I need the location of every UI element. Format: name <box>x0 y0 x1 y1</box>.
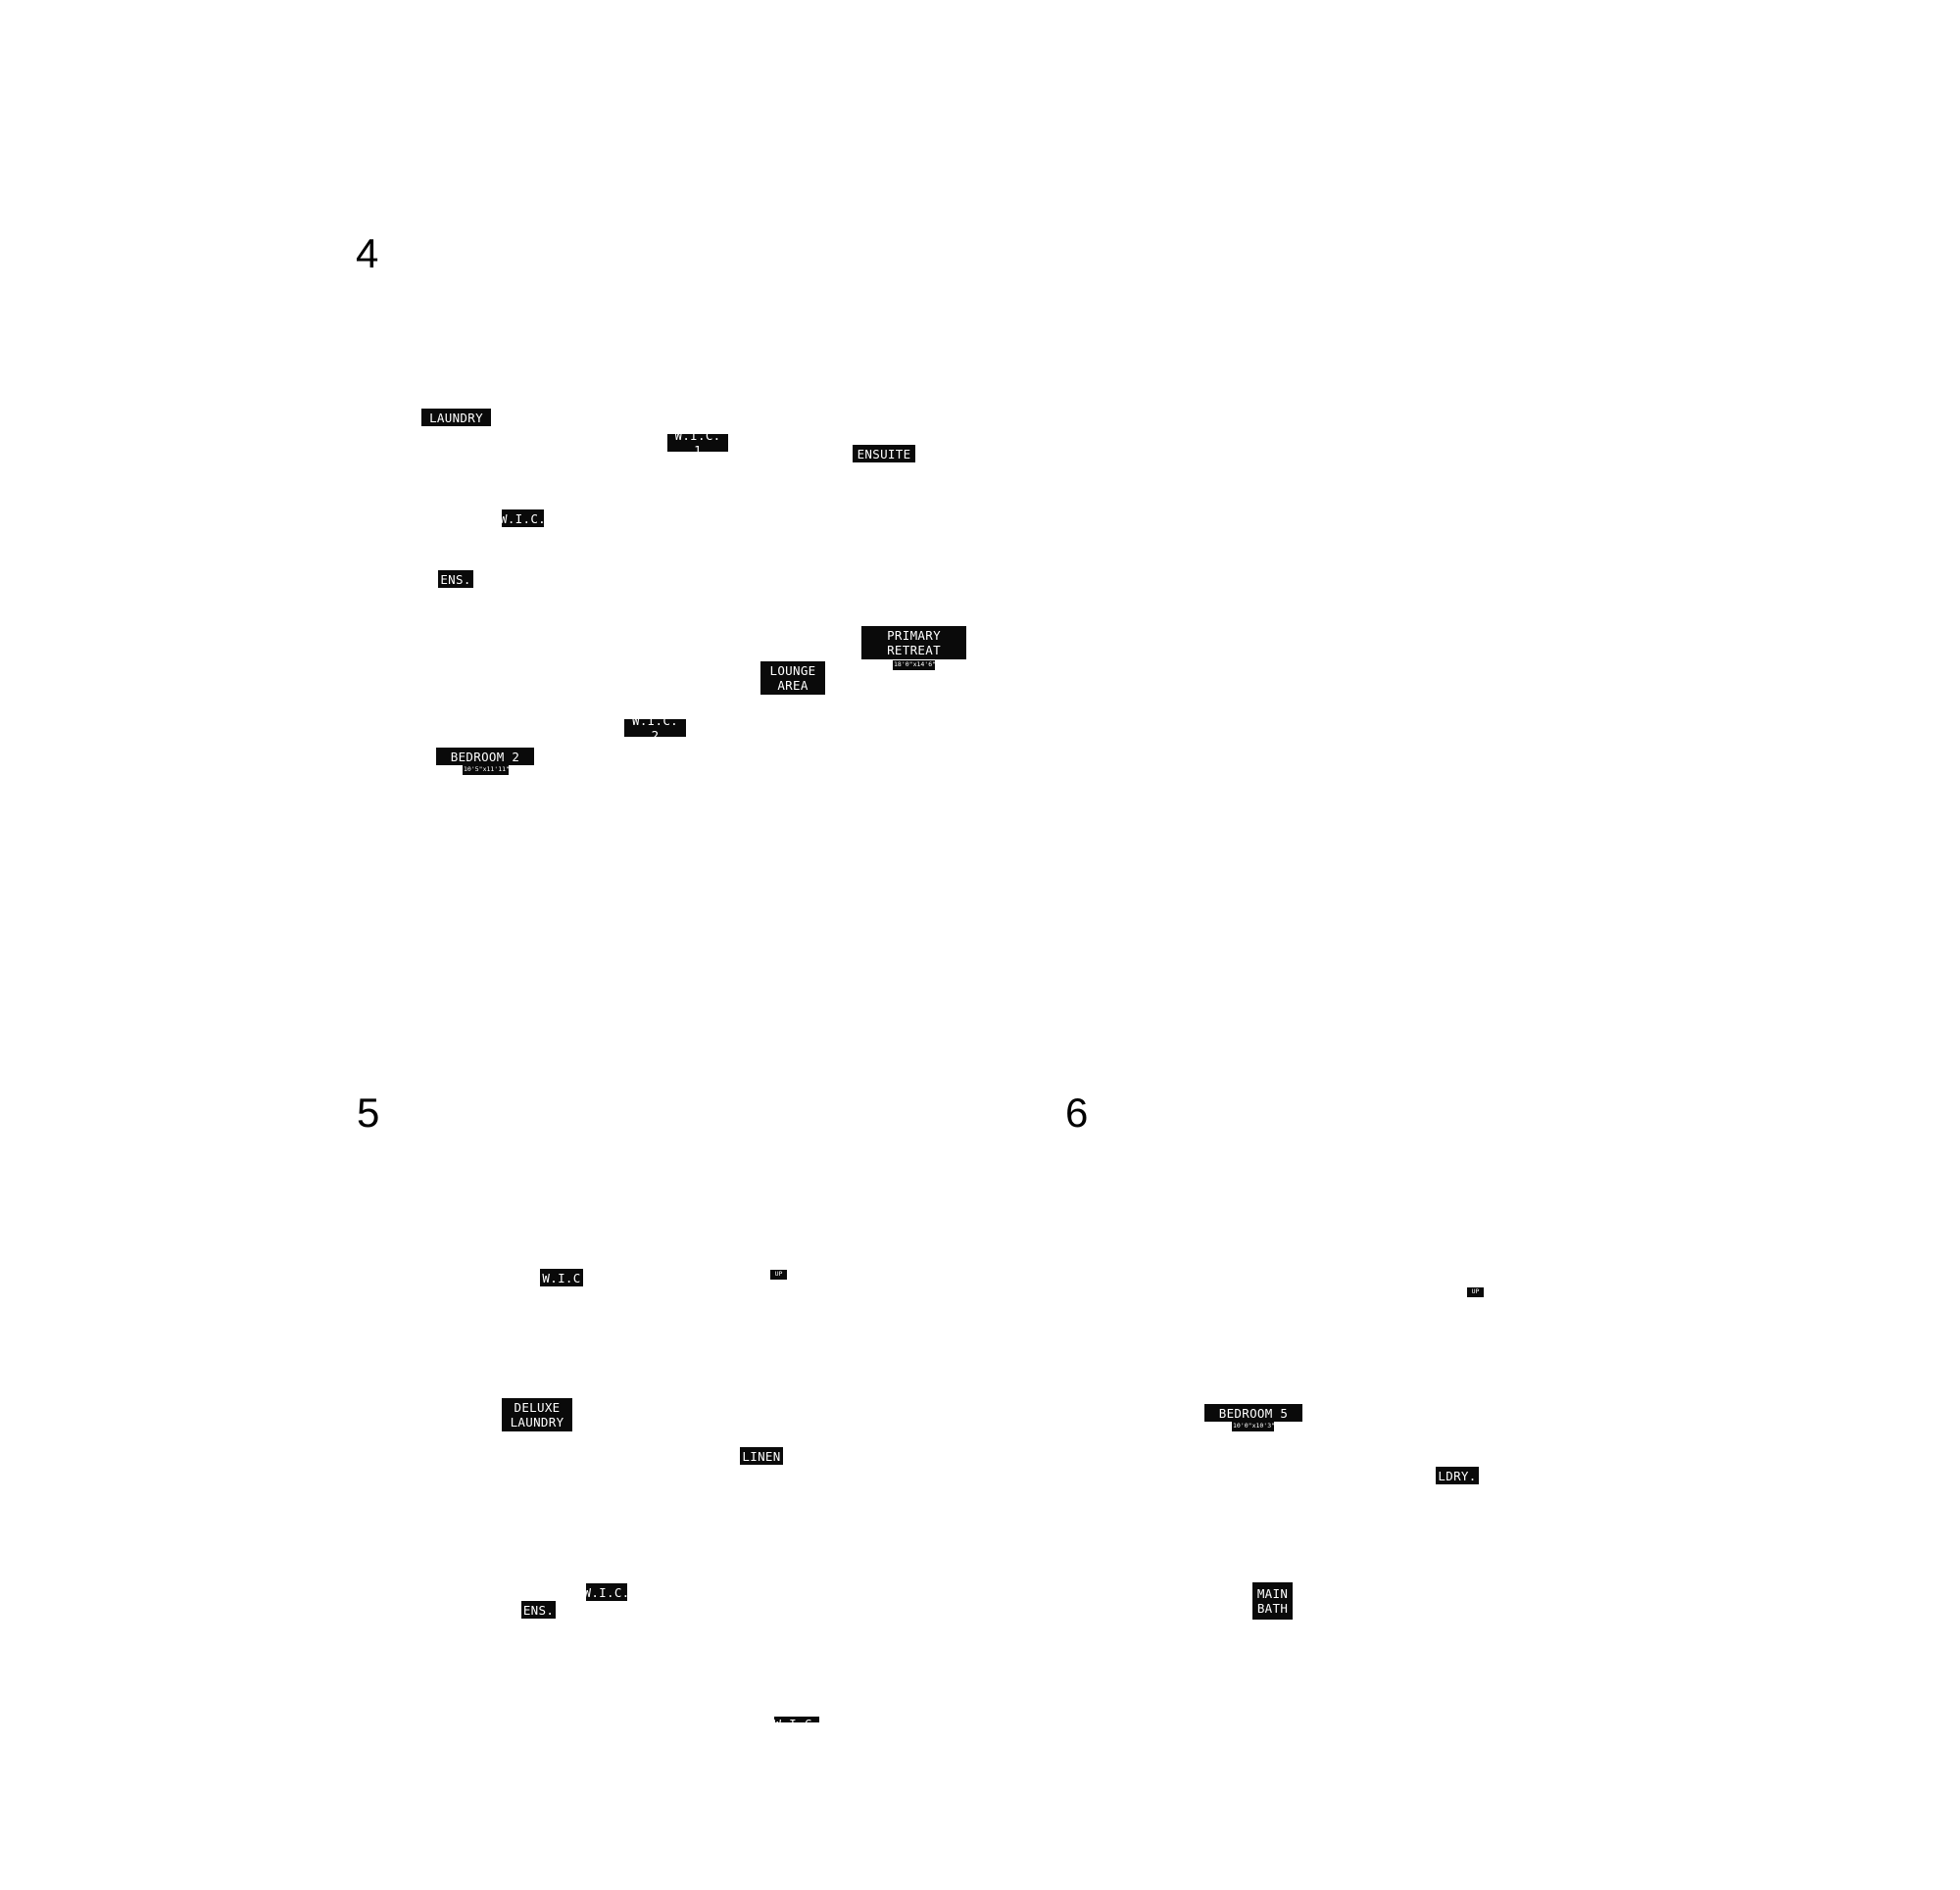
stair-label-up: UP <box>1467 1287 1484 1297</box>
stair-label-up: UP <box>770 1270 787 1280</box>
room-label-primary-retreat: PRIMARY RETREAT <box>861 626 966 659</box>
room-label-bedroom-5: BEDROOM 5 <box>1204 1404 1302 1422</box>
room-label-ensuite: ENSUITE <box>853 445 915 462</box>
room-label-wic-cut: W.I.C. <box>774 1717 819 1722</box>
room-label-ldry: LDRY. <box>1436 1467 1479 1484</box>
room-dimension-bedroom-2: 10'5"x11'11" <box>463 765 510 775</box>
room-label-deluxe-laundry: DELUXE LAUNDRY <box>502 1398 572 1431</box>
room-dimension-bedroom-5: 10'0"x10'3" <box>1232 1422 1276 1431</box>
room-label-wic-lower: W.I.C. <box>583 1583 630 1601</box>
room-label-ens: ENS. <box>438 570 473 588</box>
room-label-main-bath: MAIN BATH <box>1252 1582 1293 1620</box>
room-label-bedroom-2: BEDROOM 2 <box>436 748 534 765</box>
room-dimension-primary-retreat: 18'0"x14'6" <box>893 660 937 670</box>
room-label-wic-2: W.I.C. 2 <box>624 713 686 743</box>
room-label-ens: ENS. <box>521 1601 556 1619</box>
room-label-linen: LINEN <box>740 1447 783 1465</box>
plan-number: 5 <box>357 1090 380 1136</box>
room-label-laundry: LAUNDRY <box>421 409 491 426</box>
room-label-lounge-area: LOUNGE AREA <box>760 661 825 695</box>
room-label-wic: W.I.C <box>540 1269 583 1286</box>
room-label-wic-1: W.I.C. 1 <box>667 428 728 458</box>
room-label-wic: W.I.C. <box>500 509 546 527</box>
plan-number: 4 <box>356 230 379 276</box>
plan-number: 6 <box>1065 1090 1089 1136</box>
